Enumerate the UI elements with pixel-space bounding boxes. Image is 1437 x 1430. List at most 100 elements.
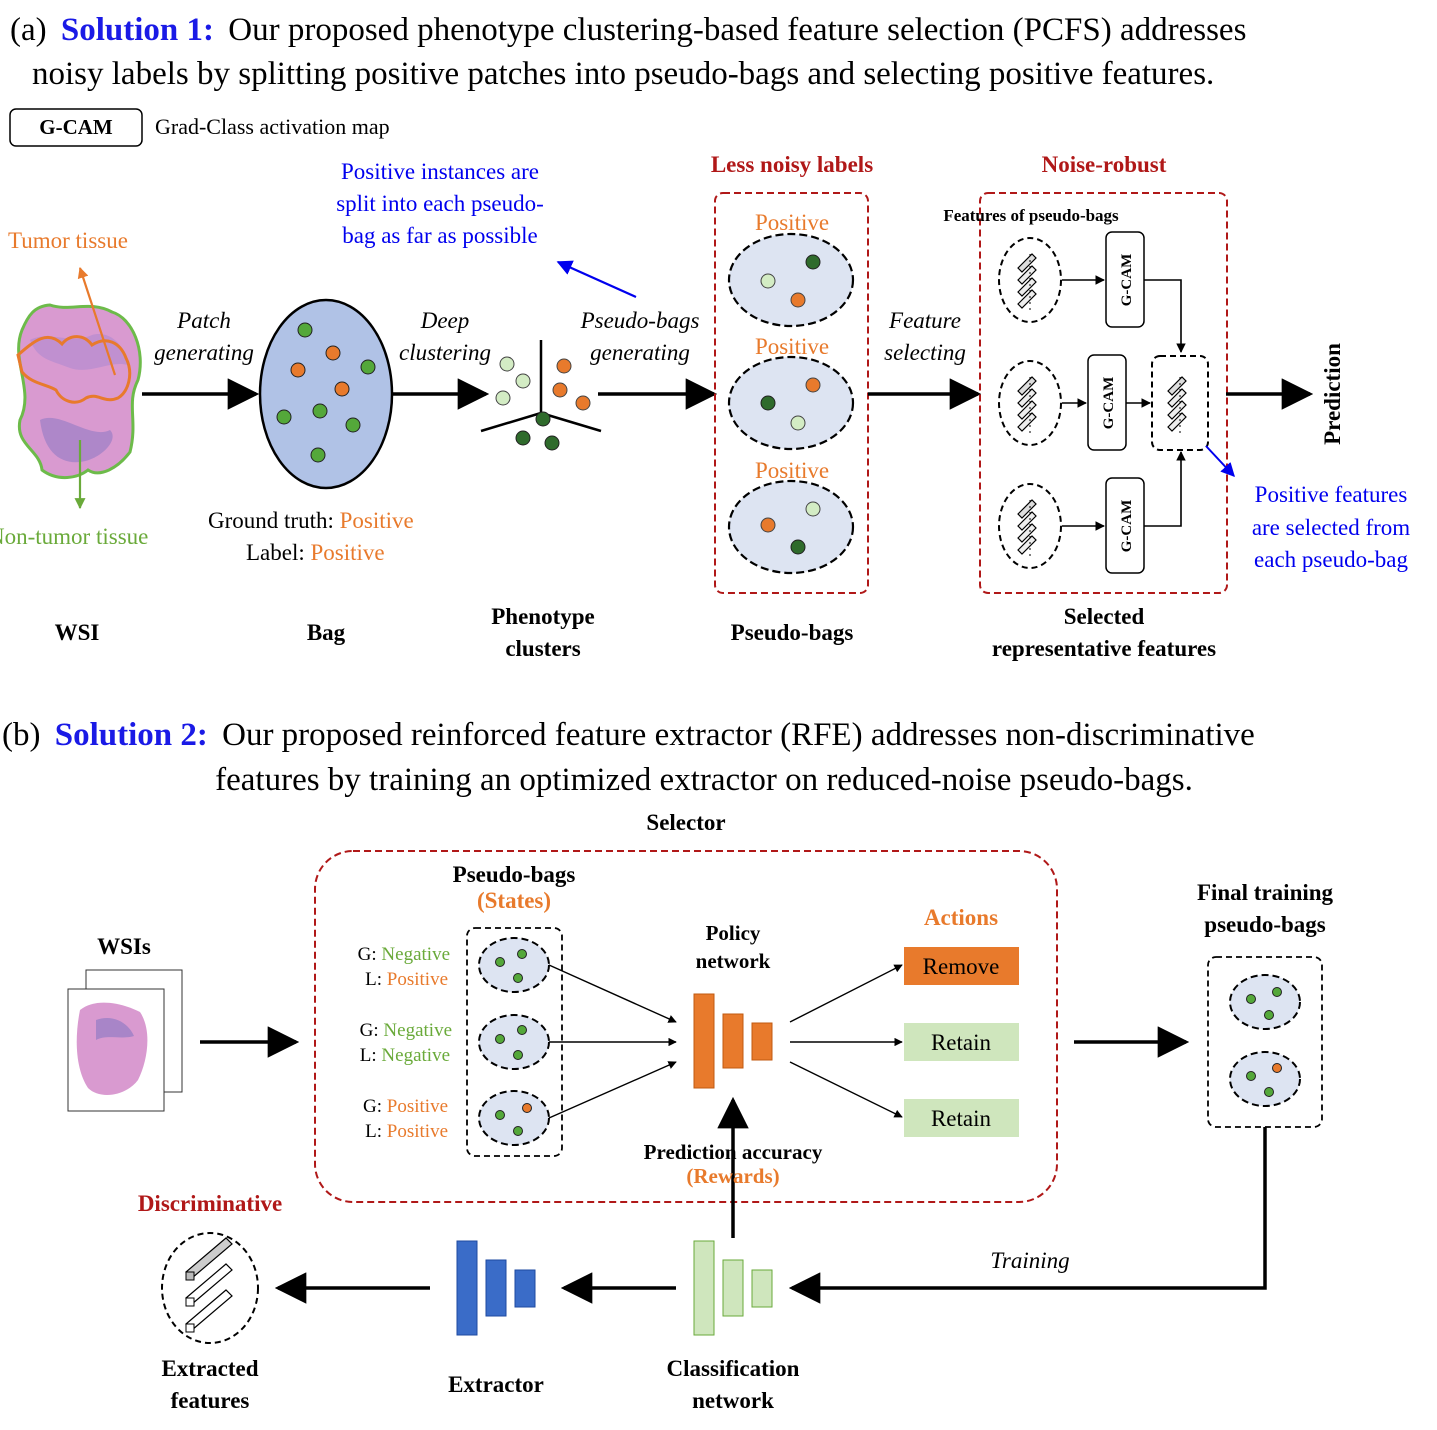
prediction-accuracy-label: Prediction accuracy: [644, 1140, 823, 1164]
extracted-features-label-line1: Extracted: [161, 1356, 258, 1381]
policy-network-label-line1: Policy: [706, 921, 761, 945]
phenotype-clusters-caption-line2: clusters: [505, 636, 580, 661]
wsi-caption: WSI: [55, 620, 100, 645]
noise-robust-title: Noise-robust: [1042, 152, 1167, 177]
pseudo-bags-generating-line1: Pseudo-bags: [580, 308, 700, 333]
classification-network-label-line2: network: [692, 1388, 774, 1413]
feature-selecting-line1: Feature: [888, 308, 961, 333]
pseudo-bags-caption: Pseudo-bags: [731, 620, 854, 645]
pseudo-bags-generating-line2: generating: [590, 340, 690, 365]
note-blue-arrow: [556, 260, 637, 299]
training-label: Training: [990, 1248, 1069, 1273]
note-positive-instances-line3: bag as far as possible: [342, 223, 537, 248]
action-retain-label-1: Retain: [931, 1030, 992, 1055]
feature-pseudo-bag-2: [998, 360, 1062, 446]
gcam-box-2-label: G-CAM: [1101, 377, 1117, 430]
prediction-label: Prediction: [1320, 343, 1345, 445]
svg-text:L: Positive: L: Positive: [365, 1121, 448, 1142]
selected-features-caption-line1: Selected: [1064, 604, 1145, 629]
bag-caption: Bag: [307, 620, 346, 645]
classification-network-label-line1: Classification: [667, 1356, 800, 1381]
wsi-thumbnail: [76, 1002, 148, 1095]
pseudo-bag-3: [727, 479, 855, 575]
non-tumor-tissue-label: Non-tumor tissue: [0, 524, 148, 549]
part-a-title-line2: noisy labels by splitting positive patch…: [32, 56, 1214, 92]
states-to-policy-arrows: [548, 964, 677, 1119]
gcam-box-3-label: G-CAM: [1119, 500, 1135, 553]
note-positive-features-line2: are selected from: [1252, 515, 1410, 540]
deep-clustering-line2: clustering: [399, 340, 491, 365]
training-path-arrow: [788, 1127, 1267, 1304]
label-text: Label: Positive: [246, 540, 385, 565]
note-positive-features-line3: each pseudo-bag: [1254, 547, 1408, 572]
part-b-title-line1: (b) Solution 2: Our proposed reinforced …: [2, 717, 1255, 753]
pseudo-bag-1-label: Positive: [755, 210, 829, 235]
rewards-label: (Rewards): [686, 1164, 779, 1188]
part-a-title-line1: (a) Solution 1: Our proposed phenotype c…: [10, 12, 1246, 48]
states-label: (States): [477, 888, 551, 913]
wsi-image: [16, 303, 142, 479]
gcam-connector-arrows: [1062, 275, 1186, 531]
part-b-title-line2: features by training an optimized extrac…: [215, 762, 1193, 798]
selector-frame: [314, 850, 1058, 1203]
patch-generating-line1: Patch: [176, 308, 231, 333]
state-row-2: G: Negative L: Negative: [360, 1014, 550, 1070]
action-retain-box-2: [904, 1099, 1019, 1137]
extracted-features: [161, 1232, 259, 1344]
svg-text:G: Negative: G: Negative: [358, 944, 450, 965]
state-row-3: G: Positive L: Positive: [363, 1090, 550, 1146]
final-pseudo-bag-1: [1229, 974, 1301, 1030]
selected-features-caption-line2: representative features: [992, 636, 1216, 661]
less-noisy-labels-title: Less noisy labels: [711, 152, 873, 177]
selector-title: Selector: [646, 810, 725, 835]
tumor-tissue-label: Tumor tissue: [8, 228, 128, 253]
final-training-label-line2: pseudo-bags: [1204, 912, 1325, 937]
policy-to-actions-arrows: [789, 964, 903, 1118]
phenotype-clusters: [480, 340, 602, 451]
deep-clustering-line1: Deep: [420, 308, 470, 333]
extractor-network: [456, 1240, 536, 1336]
phenotype-clusters-caption-line1: Phenotype: [491, 604, 595, 629]
feature-selecting-line2: selecting: [884, 340, 966, 365]
policy-network: [693, 993, 773, 1089]
pseudo-bag-2-label: Positive: [755, 334, 829, 359]
pseudo-bag-1: [727, 232, 855, 328]
patch-generating-line2: generating: [154, 340, 254, 365]
legend-gcam-label: G-CAM: [39, 115, 113, 139]
note-positive-instances-line2: split into each pseudo-: [336, 191, 544, 216]
note-right-arrow: [1205, 445, 1235, 478]
gcam-box-1-label: G-CAM: [1119, 254, 1135, 307]
legend-gcam-box: [9, 108, 143, 147]
action-retain-label-2: Retain: [931, 1106, 992, 1131]
svg-text:G: Negative: G: Negative: [360, 1020, 452, 1041]
final-training-label-line1: Final training: [1197, 880, 1334, 905]
bag-ellipse: [258, 298, 394, 490]
extractor-label: Extractor: [448, 1372, 544, 1397]
note-positive-instances-line1: Positive instances are: [341, 159, 539, 184]
svg-text:L: Positive: L: Positive: [365, 969, 448, 990]
final-pseudo-bag-2: [1229, 1051, 1301, 1107]
wsis-label: WSIs: [97, 934, 151, 959]
tumor-pointer-arrow: [77, 266, 117, 376]
legend-gcam-text: Grad-Class activation map: [155, 114, 390, 139]
features-of-pseudo-bags-label: Features of pseudo-bags: [943, 206, 1119, 225]
svg-text:L: Negative: L: Negative: [360, 1045, 450, 1066]
classification-network: [693, 1240, 773, 1336]
extracted-features-label-line2: features: [171, 1388, 250, 1413]
note-positive-features-line1: Positive features: [1255, 482, 1408, 507]
action-retain-box-1: [904, 1023, 1019, 1061]
ground-truth-text: Ground truth: Positive: [208, 508, 414, 533]
states-frame: [466, 927, 563, 1157]
actions-title: Actions: [924, 905, 998, 930]
action-remove-box: [904, 947, 1019, 985]
states-pseudo-bags-title: Pseudo-bags: [453, 862, 576, 887]
state-row-1: G: Negative L: Positive: [358, 937, 550, 993]
feature-pseudo-bag-1: [998, 237, 1062, 323]
pseudo-bag-2: [727, 355, 855, 451]
policy-network-label-line2: network: [696, 949, 771, 973]
feature-pseudo-bag-3: [998, 483, 1062, 569]
discriminative-label: Discriminative: [138, 1191, 282, 1216]
pseudo-bag-3-label: Positive: [755, 458, 829, 483]
svg-text:G: Positive: G: Positive: [363, 1096, 448, 1117]
